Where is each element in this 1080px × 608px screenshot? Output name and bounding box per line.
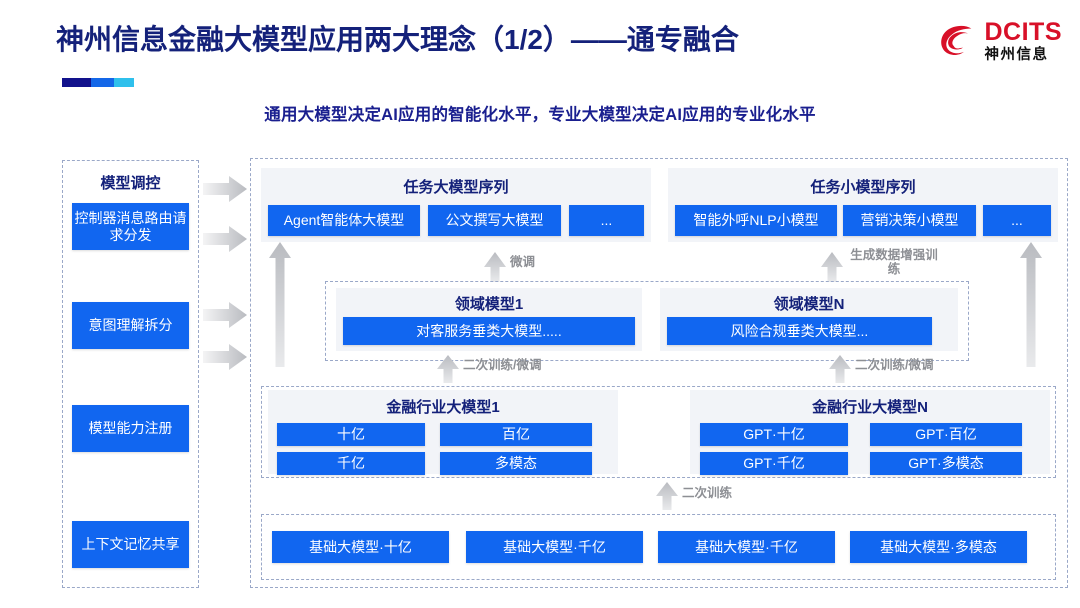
- arrow-up-icon-long-left: [269, 242, 291, 367]
- item-label: GPT·百亿: [915, 426, 977, 443]
- arrow-up-icon-retrain: [656, 482, 678, 510]
- item-label: GPT·千亿: [743, 455, 805, 472]
- arrow-right-icon: [203, 226, 247, 252]
- page-title: 神州信息金融大模型应用两大理念（1/2）——通专融合: [56, 24, 739, 55]
- item-label: 营销决策小模型: [860, 212, 959, 229]
- industry-model-n-item[interactable]: GPT·十亿: [700, 423, 848, 446]
- flow-label-fine-tune: 微调: [510, 255, 536, 269]
- industry-model-n-item[interactable]: GPT·千亿: [700, 452, 848, 475]
- domain-model-n-item[interactable]: 风险合规垂类大模型...: [667, 317, 932, 345]
- logo-en-label: DCITS: [984, 18, 1062, 46]
- domain-model-1-title: 领域模型1: [454, 296, 524, 313]
- sidebar-item-label: 控制器消息路由请求分发: [74, 210, 187, 243]
- arrow-right-icon: [203, 176, 247, 202]
- title-accent-bar: [62, 78, 134, 87]
- sidebar-item-capability-registry[interactable]: 模型能力注册: [72, 405, 189, 452]
- logo-cn-label: 神州信息: [984, 47, 1049, 63]
- task-large-model-item[interactable]: Agent智能体大模型: [268, 205, 420, 236]
- industry-model-1-item[interactable]: 千亿: [277, 452, 425, 475]
- sidebar-item-intent-parsing[interactable]: 意图理解拆分: [72, 302, 189, 349]
- item-label: 十亿: [337, 426, 365, 443]
- item-label: 风险合规垂类大模型...: [730, 322, 869, 339]
- item-label: GPT·十亿: [743, 426, 805, 443]
- flow-label-retrain-tune-left: 二次训练/微调: [463, 358, 542, 372]
- industry-model-1-title: 金融行业大模型1: [386, 399, 500, 416]
- sidebar-item-label: 上下文记忆共享: [81, 536, 180, 553]
- base-model-item[interactable]: 基础大模型·千亿: [466, 531, 643, 563]
- item-label: 基础大模型·千亿: [695, 538, 798, 555]
- accent-segment-blue: [90, 78, 114, 87]
- company-logo: DCITS 神州信息: [938, 20, 1063, 63]
- sidebar-title: 模型调控: [100, 175, 161, 192]
- item-label: 对客服务垂类大模型.....: [416, 322, 562, 339]
- item-label: Agent智能体大模型: [283, 212, 405, 229]
- industry-layer-container: [261, 386, 1056, 478]
- page-subtitle: 通用大模型决定AI应用的智能化水平，专业大模型决定AI应用的专业化水平: [264, 106, 816, 124]
- arrow-up-icon-long-right: [1020, 242, 1042, 367]
- industry-model-1-item[interactable]: 百亿: [440, 423, 592, 446]
- logo-text: DCITS 神州信息: [985, 20, 1063, 63]
- item-label: ...: [1011, 212, 1023, 229]
- arrow-up-icon-retrain-right: [829, 355, 851, 383]
- sidebar-item-label: 意图理解拆分: [88, 317, 173, 334]
- arrow-right-icon: [203, 302, 247, 328]
- industry-model-1-item[interactable]: 十亿: [277, 423, 425, 446]
- accent-segment-cyan: [113, 78, 134, 87]
- arrow-up-icon-retrain-left: [437, 355, 459, 383]
- flow-label-retrain-tune-right: 二次训练/微调: [855, 358, 934, 372]
- architecture-outer-container: [250, 158, 1068, 588]
- arrow-up-icon-fine-tune: [484, 252, 506, 282]
- accent-segment-navy: [62, 78, 91, 87]
- flow-label-data-augmentation: 生成数据增强训练: [850, 248, 938, 276]
- task-small-model-item[interactable]: 营销决策小模型: [843, 205, 976, 236]
- industry-model-n-item[interactable]: GPT·百亿: [870, 423, 1022, 446]
- item-label: 千亿: [337, 455, 365, 472]
- arrow-right-icon: [203, 344, 247, 370]
- sidebar-container: [62, 160, 199, 588]
- item-label: 基础大模型·十亿: [309, 538, 412, 555]
- domain-model-n-title: 领域模型N: [773, 296, 845, 313]
- sidebar-item-label: 模型能力注册: [88, 420, 173, 437]
- domain-model-1-item[interactable]: 对客服务垂类大模型.....: [343, 317, 635, 345]
- item-label: 公文撰写大模型: [445, 212, 544, 229]
- task-large-model-item-more[interactable]: ...: [569, 205, 644, 236]
- item-label: 百亿: [502, 426, 530, 443]
- task-small-model-item[interactable]: 智能外呼NLP小模型: [675, 205, 837, 236]
- base-layer-container: [261, 514, 1056, 580]
- arrow-up-icon-data-augmentation: [821, 252, 843, 282]
- task-large-model-item[interactable]: 公文撰写大模型: [428, 205, 561, 236]
- base-model-item[interactable]: 基础大模型·十亿: [272, 531, 449, 563]
- industry-model-n-title: 金融行业大模型N: [812, 399, 928, 416]
- task-small-model-item-more[interactable]: ...: [983, 205, 1051, 236]
- sidebar-item-context-memory-sharing[interactable]: 上下文记忆共享: [72, 521, 189, 568]
- industry-model-n-item[interactable]: GPT·多模态: [870, 452, 1022, 475]
- item-label: ...: [600, 212, 613, 229]
- flow-label-retrain: 二次训练: [682, 486, 733, 500]
- base-model-item[interactable]: 基础大模型·多模态: [850, 531, 1027, 563]
- industry-model-1-item[interactable]: 多模态: [440, 452, 592, 475]
- item-label: 基础大模型·多模态: [880, 538, 997, 555]
- item-label: 基础大模型·千亿: [503, 538, 606, 555]
- task-large-model-title: 任务大模型序列: [403, 179, 509, 196]
- sidebar-item-controller-routing[interactable]: 控制器消息路由请求分发: [72, 203, 189, 250]
- item-label: 多模态: [495, 455, 537, 472]
- task-small-model-title: 任务小模型序列: [810, 179, 916, 196]
- swirl-logo-icon: [940, 26, 971, 56]
- item-label: GPT·多模态: [908, 455, 984, 472]
- domain-layer-container: [325, 281, 969, 361]
- base-model-item[interactable]: 基础大模型·千亿: [658, 531, 835, 563]
- item-label: 智能外呼NLP小模型: [693, 212, 819, 229]
